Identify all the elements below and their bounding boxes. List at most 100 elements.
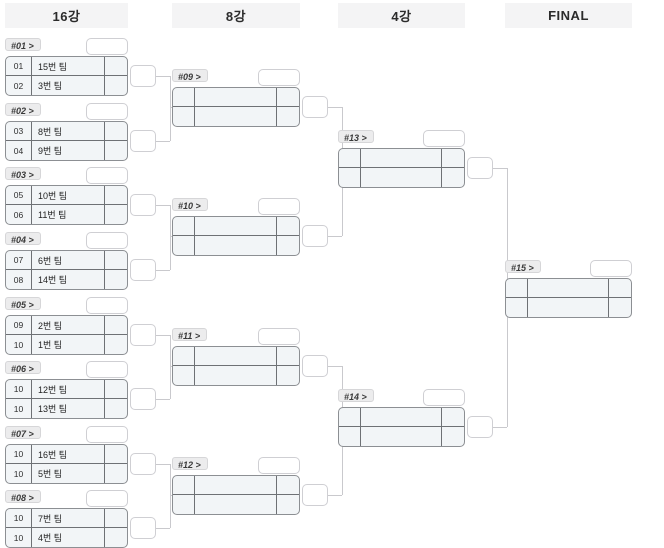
team-score[interactable] [105, 399, 127, 418]
winner-box[interactable] [590, 260, 632, 277]
team-row[interactable] [173, 107, 299, 126]
team-score[interactable] [105, 186, 127, 204]
team-score[interactable] [277, 347, 299, 365]
team-score[interactable] [105, 122, 127, 140]
team-score[interactable] [105, 528, 127, 547]
match-id-badge[interactable]: #01 > [5, 38, 41, 51]
team-score[interactable] [105, 380, 127, 398]
team-name [195, 366, 277, 385]
team-score[interactable] [105, 445, 127, 463]
winner-box[interactable] [86, 426, 128, 443]
winner-box[interactable] [86, 361, 128, 378]
match-id-badge[interactable]: #13 > [338, 130, 374, 143]
team-row[interactable] [339, 168, 464, 187]
team-score[interactable] [105, 141, 127, 160]
team-row[interactable] [173, 88, 299, 107]
team-score[interactable] [105, 270, 127, 289]
team-row[interactable] [173, 236, 299, 255]
team-row[interactable] [506, 279, 631, 298]
team-score[interactable] [277, 366, 299, 385]
team-score[interactable] [442, 168, 464, 187]
match-id-badge[interactable]: #08 > [5, 490, 41, 503]
team-score[interactable] [277, 236, 299, 255]
winner-box[interactable] [423, 389, 465, 406]
team-seed: 10 [6, 335, 32, 354]
team-score[interactable] [277, 88, 299, 106]
team-row[interactable] [339, 427, 464, 446]
team-score[interactable] [609, 279, 631, 297]
team-score[interactable] [105, 205, 127, 224]
team-row[interactable] [339, 408, 464, 427]
team-score[interactable] [609, 298, 631, 317]
team-score[interactable] [442, 427, 464, 446]
winner-box[interactable] [423, 130, 465, 147]
match-id-badge[interactable]: #07 > [5, 426, 41, 439]
team-score[interactable] [105, 251, 127, 269]
team-score[interactable] [277, 495, 299, 514]
team-name [195, 476, 277, 494]
connector-stub [130, 324, 156, 346]
team-seed: 02 [6, 76, 32, 95]
team-score[interactable] [442, 149, 464, 167]
match-id-badge[interactable]: #02 > [5, 103, 41, 116]
team-row[interactable] [506, 298, 631, 317]
match-id-badge[interactable]: #03 > [5, 167, 41, 180]
match-id-badge[interactable]: #04 > [5, 232, 41, 245]
team-score[interactable] [105, 464, 127, 483]
winner-box[interactable] [86, 297, 128, 314]
team-name: 13번 팀 [32, 399, 105, 418]
team-row[interactable] [173, 495, 299, 514]
team-name: 10번 팀 [32, 186, 105, 204]
team-score[interactable] [105, 335, 127, 354]
connector-stub [130, 194, 156, 216]
match-id-badge[interactable]: #10 > [172, 198, 208, 211]
team-score[interactable] [105, 316, 127, 334]
winner-box[interactable] [258, 457, 300, 474]
match-id-badge[interactable]: #05 > [5, 297, 41, 310]
winner-box[interactable] [258, 69, 300, 86]
winner-box[interactable] [258, 328, 300, 345]
team-score[interactable] [277, 476, 299, 494]
match-id-badge[interactable]: #12 > [172, 457, 208, 470]
winner-box[interactable] [258, 198, 300, 215]
team-score[interactable] [105, 57, 127, 75]
team-row[interactable] [173, 476, 299, 495]
team-score[interactable] [105, 76, 127, 95]
match-id-badge[interactable]: #14 > [338, 389, 374, 402]
team-score[interactable] [277, 217, 299, 235]
team-row[interactable] [339, 149, 464, 168]
team-row[interactable] [173, 366, 299, 385]
team-score[interactable] [442, 408, 464, 426]
team-score[interactable] [277, 107, 299, 126]
team-row[interactable] [173, 217, 299, 236]
team-name: 4번 팀 [32, 528, 105, 547]
winner-box[interactable] [86, 38, 128, 55]
match-id-badge[interactable]: #09 > [172, 69, 208, 82]
winner-box[interactable] [86, 232, 128, 249]
team-row[interactable] [173, 347, 299, 366]
team-score[interactable] [105, 509, 127, 527]
match-id-badge[interactable]: #06 > [5, 361, 41, 374]
winner-box[interactable] [86, 103, 128, 120]
match-id-badge[interactable]: #15 > [505, 260, 541, 273]
match-id-badge[interactable]: #11 > [172, 328, 208, 341]
winner-box[interactable] [86, 490, 128, 507]
winner-box[interactable] [86, 167, 128, 184]
